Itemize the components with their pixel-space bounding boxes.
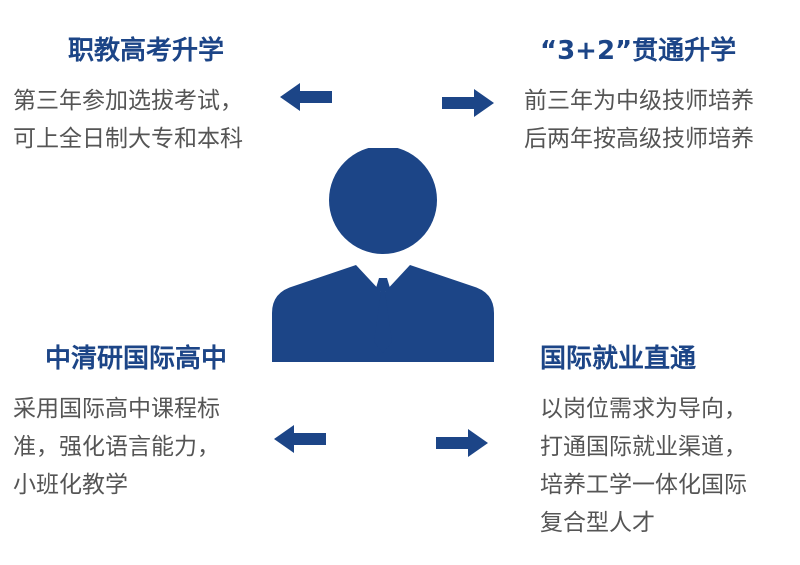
desc-line: 准，强化语言能力，	[13, 434, 220, 460]
arrow-left-icon	[274, 425, 326, 453]
title-international-high-school: 中清研国际高中	[45, 344, 228, 374]
desc-line: 以岗位需求为导向，	[540, 396, 747, 422]
desc-line: 第三年参加选拔考试，	[13, 88, 243, 114]
desc-line: 培养工学一体化国际	[540, 472, 747, 498]
desc-vocational-exam: 第三年参加选拔考试， 可上全日制大专和本科	[13, 82, 243, 158]
desc-3plus2-program: 前三年为中级技师培养 后两年按高级技师培养	[524, 82, 754, 158]
desc-international-high-school: 采用国际高中课程标 准，强化语言能力， 小班化教学	[13, 390, 220, 504]
arrow-right-icon	[442, 89, 494, 117]
desc-international-employment: 以岗位需求为导向， 打通国际就业渠道， 培养工学一体化国际 复合型人才	[540, 390, 747, 542]
title-international-employment: 国际就业直通	[540, 344, 697, 374]
title-vocational-exam: 职教高考升学	[68, 36, 225, 66]
desc-line: 小班化教学	[13, 472, 128, 498]
arrow-right-icon	[436, 429, 488, 457]
arrow-left-icon	[280, 83, 332, 111]
desc-line: 后两年按高级技师培养	[524, 126, 754, 152]
desc-line: 采用国际高中课程标	[13, 396, 220, 422]
desc-line: 复合型人才	[540, 510, 655, 536]
title-3plus2-program: “3+2”贯通升学	[540, 36, 737, 66]
desc-line: 可上全日制大专和本科	[13, 126, 243, 152]
desc-line: 前三年为中级技师培养	[524, 88, 754, 114]
desc-line: 打通国际就业渠道，	[540, 434, 747, 460]
businessman-icon	[272, 148, 494, 362]
